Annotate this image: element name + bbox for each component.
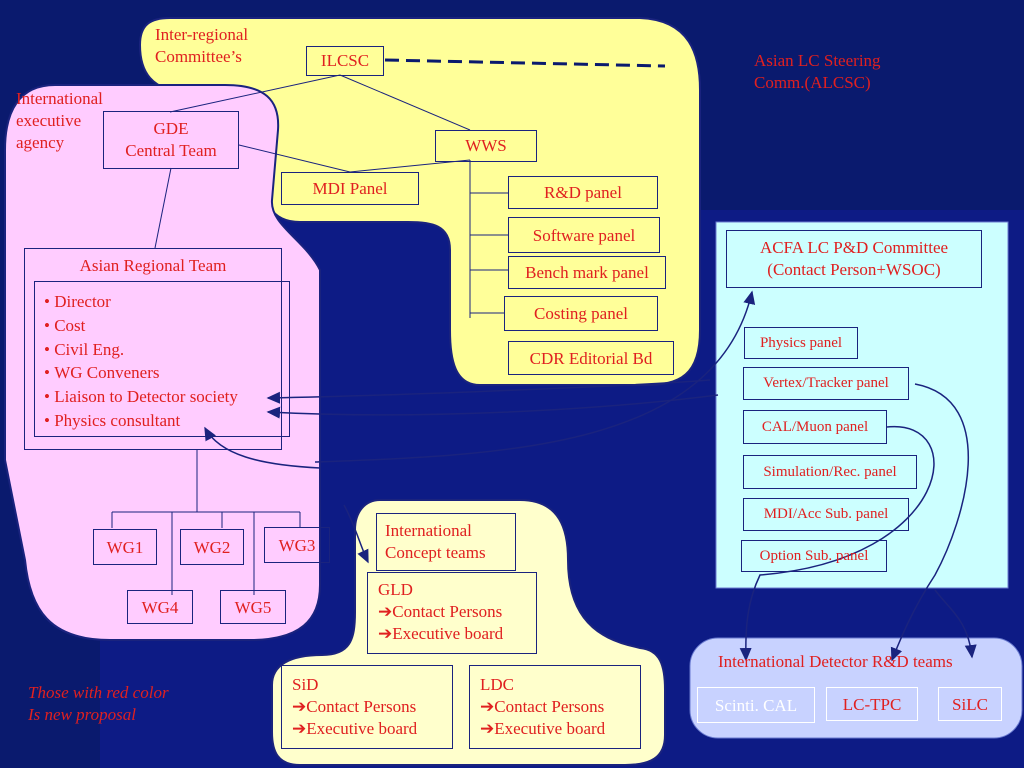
wws-box: WWS [435, 130, 537, 162]
gde-central-team-box: GDE Central Team [103, 111, 239, 169]
cdr-editorial-box: CDR Editorial Bd [508, 341, 674, 375]
international-concept-teams-box: International Concept teams [376, 513, 516, 571]
simulation-rec-panel-box: Simulation/Rec. panel [743, 455, 917, 489]
asian-lc-steering-label: Asian LC Steering Comm.(ALCSC) [754, 51, 881, 92]
cal-muon-panel-box: CAL/Muon panel [743, 410, 887, 444]
ldc-box: LDC ➔Contact Persons ➔Executive board [469, 665, 641, 749]
sid-box: SiD ➔Contact Persons ➔Executive board [281, 665, 453, 749]
option-sub-panel-box: Option Sub. panel [741, 540, 887, 572]
new-proposal-note: Those with red color Is new proposal [28, 683, 169, 724]
yellow-region [138, 17, 701, 386]
asian-team-members-list: Director Cost Civil Eng. WG Conveners Li… [44, 290, 289, 433]
mdi-panel-box: MDI Panel [281, 172, 419, 205]
software-panel-box: Software panel [508, 217, 660, 253]
international-executive-agency-label: International executive agency [16, 89, 103, 152]
rd-panel-box: R&D panel [508, 176, 658, 209]
member-item: Liaison to Detector society [44, 385, 289, 409]
vertex-tracker-panel-box: Vertex/Tracker panel [743, 367, 909, 400]
ilcsc-box: ILCSC [306, 46, 384, 76]
bench-mark-panel-box: Bench mark panel [508, 256, 666, 289]
detector-region [689, 637, 1023, 739]
wg4-box: WG4 [127, 590, 193, 624]
international-detector-rd-label: International Detector R&D teams [718, 652, 953, 671]
mdi-acc-sub-panel-box: MDI/Acc Sub. panel [743, 498, 909, 531]
member-item: Civil Eng. [44, 338, 289, 362]
scinti-cal-box: Scinti. CAL [697, 687, 815, 723]
acfa-panel-region [715, 221, 1009, 589]
costing-panel-box: Costing panel [504, 296, 658, 331]
wg3-box: WG3 [264, 527, 330, 563]
gld-box: GLD ➔Contact Persons ➔Executive board [367, 572, 537, 654]
wg1-box: WG1 [93, 529, 157, 565]
member-item: Director [44, 290, 289, 314]
lc-tpc-box: LC-TPC [826, 687, 918, 721]
concept-region [271, 499, 666, 766]
acfa-committee-box: ACFA LC P&D Committee (Contact Person+WS… [726, 230, 982, 288]
member-item: Cost [44, 314, 289, 338]
inter-regional-committees-label: Inter-regional Committee’s [155, 25, 249, 66]
member-item: Physics consultant [44, 409, 289, 433]
silc-box: SiLC [938, 687, 1002, 721]
asian-regional-team-title: Asian Regional Team [79, 256, 227, 275]
member-item: WG Conveners [44, 361, 289, 385]
physics-panel-box: Physics panel [744, 327, 858, 359]
wg2-box: WG2 [180, 529, 244, 565]
asian-team-members-box: Director Cost Civil Eng. WG Conveners Li… [34, 281, 290, 437]
wg5-box: WG5 [220, 590, 286, 624]
